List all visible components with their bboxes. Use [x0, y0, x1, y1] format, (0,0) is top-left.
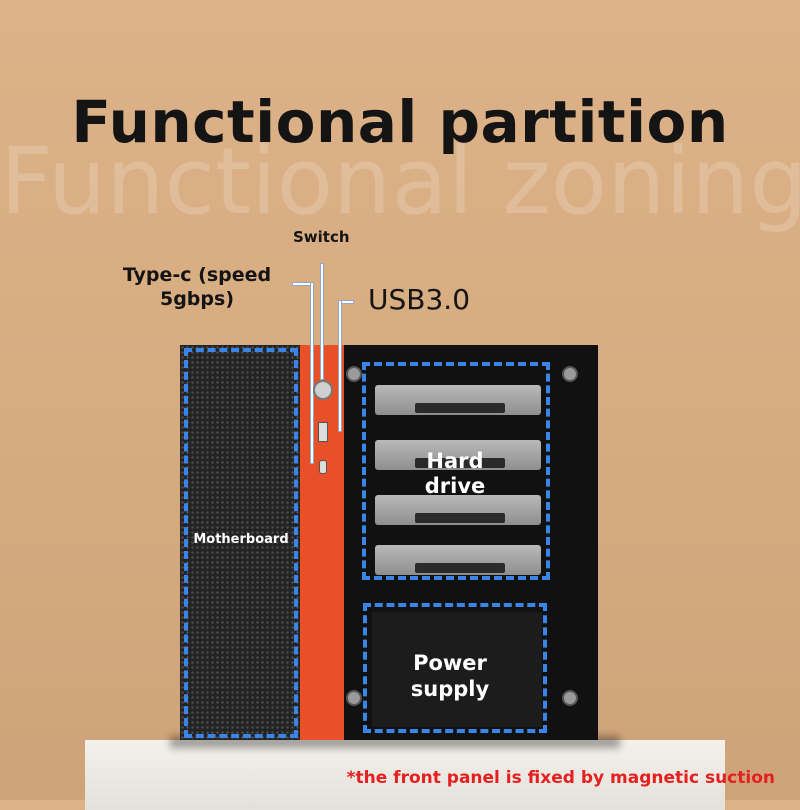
typec-label: Type-c (speed 5gbps)	[122, 264, 272, 310]
switch-label: Switch	[293, 228, 350, 246]
hard-drive-label: Hard drive	[424, 449, 486, 498]
usb-callout-line-v	[338, 300, 342, 432]
display-pedestal	[85, 740, 725, 810]
screw-icon	[562, 366, 578, 382]
page-title: Functional partition	[71, 88, 729, 156]
power-supply-label: Power supply	[410, 651, 490, 701]
typec-port-icon[interactable]	[319, 460, 327, 474]
hard-drive-tray	[375, 440, 541, 470]
power-supply-unit	[372, 612, 542, 727]
hard-drive-zone-outline	[362, 362, 550, 580]
screw-icon	[346, 690, 362, 706]
usb-label: USB3.0	[368, 283, 471, 316]
motherboard-label: Motherboard	[193, 532, 289, 547]
power-supply-zone-outline	[363, 603, 547, 733]
mesh-side-panel	[180, 345, 300, 740]
screw-icon	[562, 690, 578, 706]
motherboard-zone-outline	[184, 348, 298, 738]
hard-drive-tray	[375, 545, 541, 575]
screw-icon	[346, 366, 362, 382]
orange-front-strip	[300, 345, 344, 740]
usb-callout-line-h	[340, 300, 354, 304]
magnetic-panel-footnote: *the front panel is fixed by magnetic su…	[346, 768, 775, 788]
usb-port-icon[interactable]	[318, 422, 328, 442]
switch-callout-line	[320, 263, 324, 380]
ghost-background-text: Functional zoning	[0, 128, 800, 235]
hard-drive-tray	[375, 385, 541, 415]
power-switch-icon[interactable]	[313, 380, 333, 400]
hard-drive-tray	[375, 495, 541, 525]
typec-callout-line-v	[310, 282, 314, 464]
